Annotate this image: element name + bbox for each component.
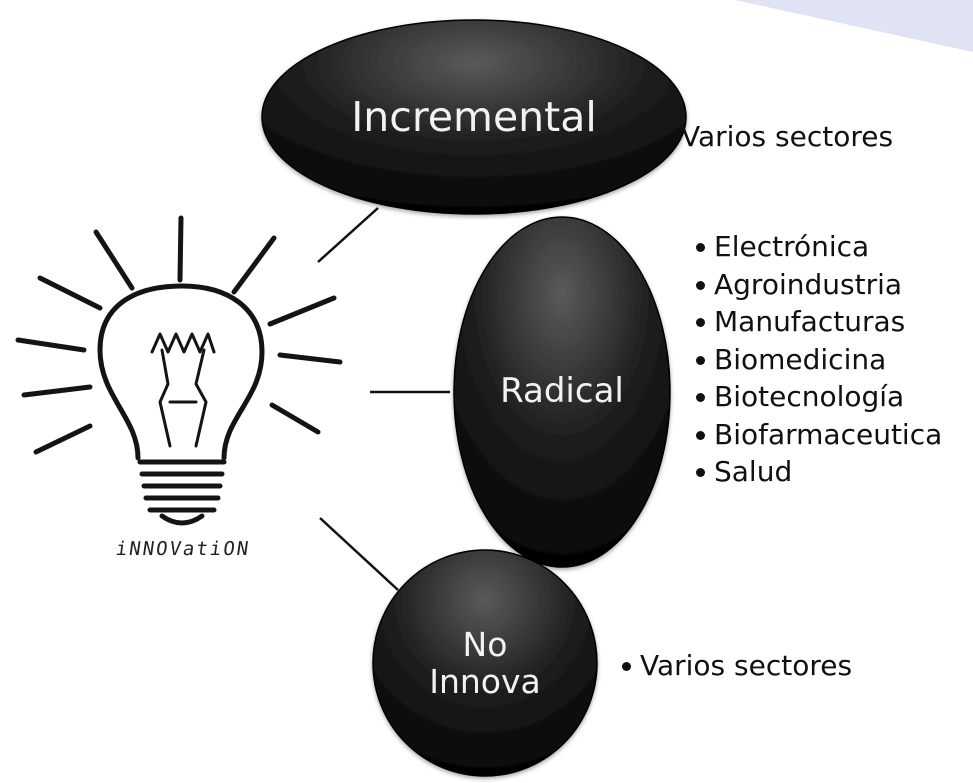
bulb-glass bbox=[97, 283, 265, 461]
connector-incremental bbox=[317, 207, 379, 263]
incremental-sectors-text: Varios sectores bbox=[681, 120, 894, 153]
node-no-innova-label: No Innova bbox=[373, 612, 597, 716]
node-no-innova-label-line2: Innova bbox=[429, 662, 541, 701]
ray-8 bbox=[277, 352, 343, 365]
bulb-stem-right bbox=[194, 348, 208, 448]
bullet-icon bbox=[696, 243, 705, 252]
sector-list-item: Biofarmaceutica bbox=[694, 416, 942, 454]
connector-no-innova bbox=[319, 517, 399, 591]
ray-1 bbox=[15, 337, 87, 353]
bulb-filament bbox=[150, 332, 216, 354]
no-innova-sectors-list: Varios sectores bbox=[620, 647, 852, 685]
bullet-icon bbox=[622, 662, 631, 671]
node-incremental-oval bbox=[261, 19, 687, 215]
ray-5 bbox=[177, 215, 184, 283]
sector-label: Salud bbox=[714, 455, 793, 488]
sector-label: Electrónica bbox=[714, 230, 870, 263]
sector-list-item: Electrónica bbox=[694, 228, 942, 266]
sector-label: Biomedicina bbox=[714, 342, 887, 376]
bulb-stem-left bbox=[158, 348, 172, 448]
sector-list-item: Agroindustria bbox=[694, 266, 942, 304]
sector-list-item: Salud bbox=[694, 453, 942, 491]
ray-6 bbox=[231, 235, 277, 295]
bullet-icon bbox=[696, 318, 705, 327]
ray-3 bbox=[37, 275, 103, 311]
sector-label: Biofarmaceutica bbox=[714, 417, 943, 451]
sector-list-item: Manufacturas bbox=[694, 303, 942, 341]
ray-9 bbox=[269, 402, 321, 435]
bullet-icon bbox=[696, 430, 705, 440]
node-no-innova-oval bbox=[372, 549, 598, 777]
sector-label: Biotecnología bbox=[714, 380, 905, 413]
ray-7 bbox=[267, 295, 337, 327]
sector-list-item: Varios sectores bbox=[620, 647, 852, 685]
radical-sectors-list: Electrónica Agroindustria Manufacturas B… bbox=[694, 228, 942, 491]
node-radical-label: Radical bbox=[500, 370, 624, 411]
sector-label: Agroindustria bbox=[714, 267, 903, 301]
ray-4 bbox=[93, 229, 135, 291]
lightbulb-caption: iNNOVatiON bbox=[114, 538, 252, 560]
corner-accent-shape bbox=[735, 0, 973, 52]
bulb-base bbox=[137, 459, 227, 513]
bullet-icon bbox=[696, 393, 705, 402]
sector-label: Manufacturas bbox=[714, 305, 906, 338]
ray-2 bbox=[21, 384, 93, 398]
node-incremental-label: Incremental bbox=[351, 93, 597, 142]
ray-10 bbox=[33, 423, 93, 455]
node-no-innova-label-line1: No bbox=[462, 625, 508, 665]
sector-label: Varios sectores bbox=[640, 649, 853, 682]
sector-list-item: Biomedicina bbox=[694, 341, 942, 379]
bullet-icon bbox=[696, 355, 705, 365]
bullet-icon bbox=[696, 468, 705, 477]
sector-list-item: Biotecnología bbox=[694, 378, 942, 416]
bullet-icon bbox=[696, 280, 705, 290]
bulb-tip bbox=[159, 513, 205, 526]
node-radical-oval bbox=[453, 216, 671, 568]
